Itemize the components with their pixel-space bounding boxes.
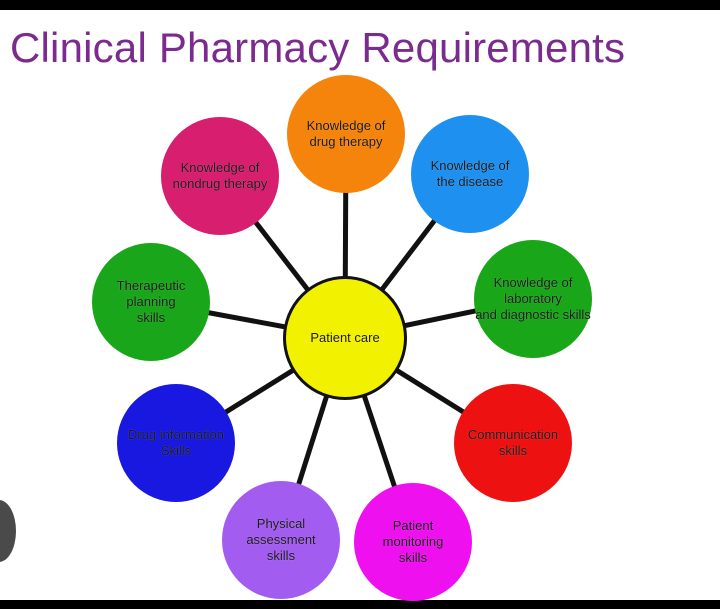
slide-title: Clinical Pharmacy Requirements xyxy=(10,24,626,71)
node-physical-assessment: Physical assessment skills xyxy=(222,481,340,599)
node-label: Knowledge of laboratory and diagnostic s… xyxy=(475,274,591,323)
node-disease: Knowledge of the disease xyxy=(411,115,529,233)
node-communication: Communication skills xyxy=(454,384,572,502)
node-label: Patient monitoring skills xyxy=(382,517,444,566)
node-drug-therapy: Knowledge of drug therapy xyxy=(287,75,405,193)
node-label: Knowledge of nondrug therapy xyxy=(172,159,268,191)
node-label: Physical assessment skills xyxy=(246,515,316,564)
center-node-label: Patient care xyxy=(310,329,380,345)
node-label: Knowledge of drug therapy xyxy=(306,117,386,149)
center-node-patient-care: Patient care xyxy=(283,276,407,400)
node-label: Drug information Skills xyxy=(127,426,225,458)
node-label: Communication skills xyxy=(467,426,559,458)
node-laboratory: Knowledge of laboratory and diagnostic s… xyxy=(474,240,592,358)
node-label: Knowledge of the disease xyxy=(430,157,510,189)
side-handle[interactable] xyxy=(0,500,16,562)
node-therapeutic-planning: Therapeutic planning skills xyxy=(92,243,210,361)
node-drug-information: Drug information Skills xyxy=(117,384,235,502)
node-label: Therapeutic planning skills xyxy=(116,277,186,326)
node-patient-monitoring: Patient monitoring skills xyxy=(354,483,472,601)
node-nondrug-therapy: Knowledge of nondrug therapy xyxy=(161,117,279,235)
